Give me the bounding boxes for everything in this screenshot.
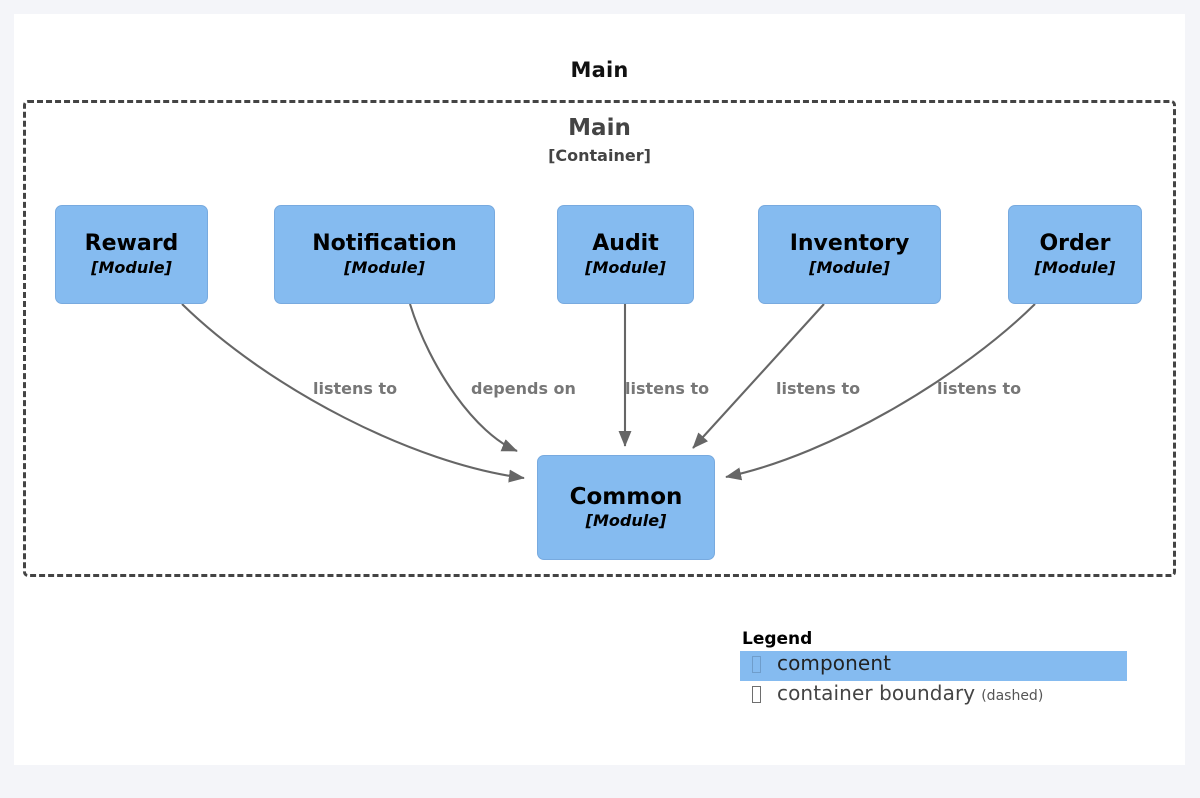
edge-label-audit-common: listens to	[625, 379, 710, 398]
node-order[interactable]: Order [Module]	[1008, 205, 1142, 304]
legend-item-container-boundary-note: (dashed)	[981, 688, 1044, 704]
node-common[interactable]: Common [Module]	[537, 455, 715, 560]
diagram-title: Main	[570, 58, 629, 82]
node-order-type: [Module]	[1034, 257, 1116, 277]
node-order-name: Order	[1039, 231, 1111, 257]
node-audit[interactable]: Audit [Module]	[557, 205, 694, 304]
node-reward-name: Reward	[84, 231, 179, 257]
legend-item-container-boundary: container boundary (dashed)	[740, 681, 1140, 711]
node-common-name: Common	[569, 483, 683, 510]
edge-label-notification-common: depends on	[471, 379, 576, 398]
legend-item-component-label: component	[777, 651, 892, 675]
legend: Legend component container boundary (das…	[740, 629, 1140, 711]
node-notification[interactable]: Notification [Module]	[274, 205, 495, 304]
legend-item-container-boundary-label: container boundary	[777, 681, 976, 705]
container-subtitle: [Container]	[548, 146, 651, 165]
node-common-type: [Module]	[585, 511, 667, 531]
node-reward-type: [Module]	[91, 257, 172, 277]
node-inventory-type: [Module]	[809, 257, 890, 277]
node-inventory[interactable]: Inventory [Module]	[758, 205, 941, 304]
container-title: Main	[568, 115, 631, 141]
node-notification-name: Notification	[312, 231, 457, 257]
container-boundary-dashed	[23, 100, 1176, 577]
node-inventory-name: Inventory	[789, 231, 910, 257]
diagram-canvas: Main Main [Container] listens to dep	[14, 14, 1185, 765]
legend-title: Legend	[742, 629, 813, 649]
legend-item-component: component	[740, 651, 1127, 681]
edge-label-inventory-common: listens to	[776, 379, 861, 398]
node-audit-type: [Module]	[585, 257, 666, 277]
tofu-box-glyph	[752, 656, 761, 673]
node-reward[interactable]: Reward [Module]	[55, 205, 208, 304]
tofu-box-glyph	[752, 686, 761, 703]
edge-label-order-common: listens to	[937, 379, 1022, 398]
node-notification-type: [Module]	[344, 257, 425, 277]
node-audit-name: Audit	[592, 231, 659, 257]
edge-label-reward-common: listens to	[313, 379, 398, 398]
